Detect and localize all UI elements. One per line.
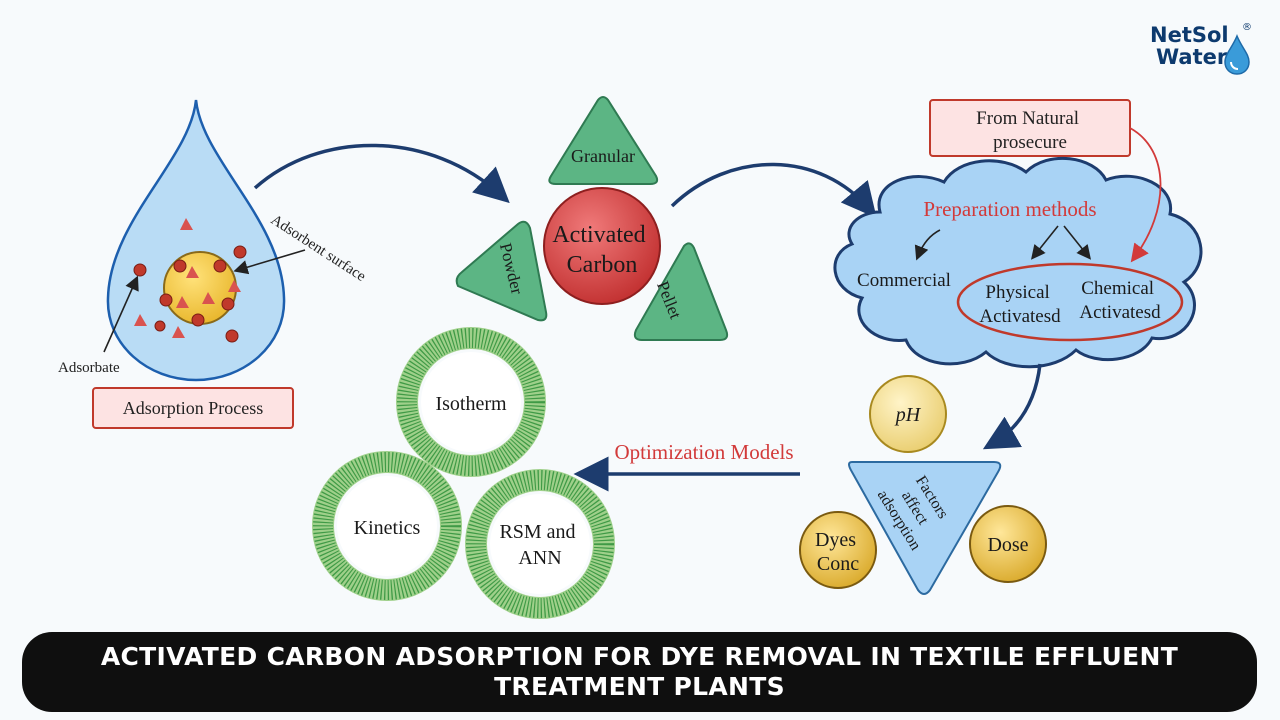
title-banner: ACTIVATED CARBON ADSORPTION FOR DYE REMO… [22, 632, 1257, 712]
adsorbate-label: Adsorbate [58, 360, 120, 376]
water-drop-icon [1224, 34, 1250, 75]
arrow-to-physical [1031, 225, 1059, 260]
adsorbate-molecules [133, 245, 247, 343]
commercial-label: Commercial [857, 270, 951, 291]
pellet-triangle [633, 242, 729, 341]
dyes-conc-circle [799, 511, 877, 589]
rsm-ann-label: RSM and ANN [499, 521, 580, 569]
activation-methods-ellipse [956, 262, 1184, 342]
arrow-cloud-to-factors [982, 363, 1042, 450]
optimization-models-label: Optimization Models [614, 440, 793, 464]
ph-label: pH [894, 404, 922, 426]
powder-triangle [455, 220, 548, 322]
kinetics-ring [312, 451, 462, 601]
physical-activated-label: Physical Activatesd [979, 282, 1061, 327]
adsorbent-surface-label: Adsorbent surface [268, 212, 369, 285]
arrow-to-commercial [914, 229, 941, 261]
ph-circle [869, 375, 947, 453]
dose-circle [969, 505, 1047, 583]
arrow-natural-to-chemical [1129, 127, 1162, 263]
arrow-carbon-to-cloud [670, 162, 877, 219]
registered-mark: ® [1242, 22, 1252, 33]
isotherm-label: Isotherm [435, 393, 507, 415]
adsorbent-pointer [233, 249, 306, 275]
logo-line-1: NetSol [1150, 23, 1229, 47]
arrow-to-chemical [1063, 225, 1091, 260]
granular-label: Granular [571, 146, 635, 166]
kinetics-label: Kinetics [354, 517, 421, 539]
arrow-drop-to-carbon [253, 143, 510, 204]
banner-title: ACTIVATED CARBON ADSORPTION FOR DYE REMO… [100, 642, 1179, 701]
water-drop [106, 99, 286, 382]
preparation-methods-label: Preparation methods [923, 197, 1096, 221]
dose-label: Dose [987, 534, 1028, 556]
natural-source-label: From Natural prosecure [976, 108, 1084, 153]
chemical-activated-label: Chemical Activatesd [1079, 278, 1161, 323]
adsorption-process-box [92, 387, 294, 429]
factors-triangle [848, 461, 1002, 595]
activated-carbon-circle [543, 187, 661, 305]
adsorbate-pointer [103, 275, 139, 353]
adsorbate-triangles [134, 218, 241, 338]
activated-carbon-label: Activated Carbon [552, 222, 651, 278]
isotherm-ring [396, 327, 546, 477]
dyes-conc-label: Dyes Conc [815, 529, 861, 575]
logo-line-2: Water [1156, 45, 1228, 69]
adsorption-process-label: Adsorption Process [123, 398, 264, 418]
rsm-ann-ring [465, 469, 615, 619]
granular-triangle [548, 96, 659, 185]
netsol-water-logo: NetSol Water ® [1150, 22, 1260, 78]
preparation-cloud [833, 156, 1203, 369]
